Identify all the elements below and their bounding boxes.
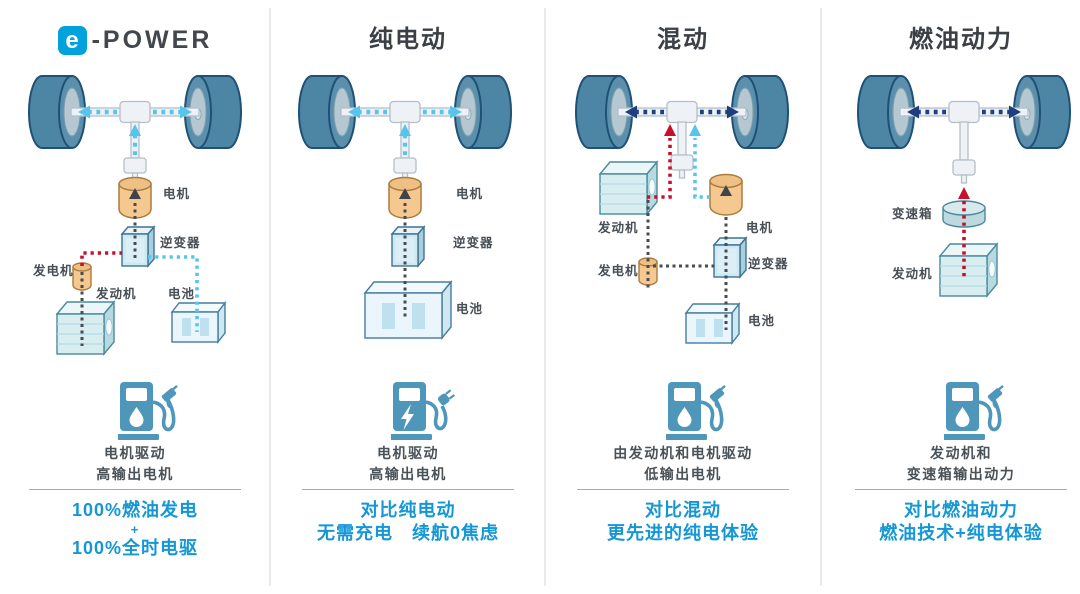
fuel-caption: 发动机和 变速箱输出动力 [826, 443, 1080, 485]
column-divider [269, 8, 271, 586]
fuel-powertrain-diagram: 变速箱 发动机 [857, 75, 1071, 297]
gearbox-label: 变速箱 [892, 206, 933, 221]
red-arrowhead-up [664, 124, 676, 136]
column-hybrid: 混动 发动机 电机 发电机 逆变器 电池 [540, 0, 810, 594]
fuel-pump-icon [118, 381, 182, 442]
generator-label: 发电机 [32, 263, 74, 278]
battery-label: 电池 [168, 286, 195, 301]
inverter [391, 226, 425, 267]
blue-arrowhead-up [689, 124, 701, 136]
battery-label: 电池 [748, 313, 775, 328]
blue-arrowhead-up [129, 124, 141, 136]
pure-ev-highlight: 对比纯电动 无需充电 续航0焦虑 [273, 499, 543, 545]
axle-with-navy-arrows [618, 102, 746, 123]
caption-line: 电机驱动 [104, 445, 166, 461]
epower-logo: e -POWER [0, 26, 270, 55]
highlight-line: 更先进的纯电体验 [607, 523, 759, 543]
axle-with-blue-arrows [341, 102, 469, 123]
drive-shaft [959, 121, 969, 161]
motor-label: 电机 [163, 186, 190, 201]
axle-with-blue-arrows [71, 102, 199, 123]
engine-label: 发动机 [597, 220, 639, 235]
fuel-pump-icon [944, 381, 1008, 442]
column-title: 混动 [657, 26, 709, 53]
column-divider [820, 8, 822, 586]
caption-divider [855, 489, 1067, 490]
caption-line: 高输出电机 [96, 466, 174, 482]
shaft-coupler [952, 159, 976, 176]
engine [56, 301, 115, 355]
shaft-stub [678, 169, 686, 179]
caption-divider [29, 489, 241, 490]
engine [599, 161, 658, 215]
motor-label: 电机 [456, 186, 483, 201]
caption-line: 变速箱输出动力 [906, 466, 1016, 482]
caption-line: 发动机和 [930, 445, 992, 461]
highlight-line: 100%全时电驱 [71, 538, 199, 558]
inverter-label: 逆变器 [453, 235, 494, 250]
caption-line: 低输出电机 [644, 466, 722, 482]
drive-shaft [677, 121, 687, 156]
battery [364, 281, 452, 339]
inverter-label: 逆变器 [160, 235, 201, 250]
caption-line: 由发动机和电机驱动 [613, 445, 753, 461]
shaft-stub [960, 174, 968, 184]
inverter-label: 逆变器 [748, 256, 789, 271]
shaft-coupler [670, 154, 694, 171]
column-fuel: 燃油动力 变速箱 发动机 发动机和 变速箱输出动力 对比燃油动力 燃油技术+纯电… [810, 0, 1080, 594]
epower-badge-icon: e [57, 26, 87, 55]
axle-with-navy-arrows [900, 102, 1028, 123]
inverter [713, 237, 747, 278]
caption-divider [302, 489, 514, 490]
hybrid-caption: 由发动机和电机驱动 低输出电机 [548, 443, 818, 485]
epower-highlight: 100%燃油发电 + 100%全时电驱 [0, 499, 270, 560]
battery-label: 电池 [456, 301, 483, 316]
flow-engine-to-axle-red [647, 138, 672, 199]
caption-line: 电机驱动 [377, 445, 439, 461]
column-epower: e -POWER 电机 逆变器 发电机 发动机 电池 [0, 0, 270, 594]
fuel-highlight: 对比燃油动力 燃油技术+纯电体验 [826, 499, 1080, 545]
motor-label: 电机 [746, 220, 773, 235]
flow-motor-to-axle-blue [693, 138, 710, 199]
engine [939, 243, 998, 297]
column-divider [544, 8, 546, 586]
highlight-line: 对比燃油动力 [904, 500, 1018, 520]
pure-ev-caption: 电机驱动 高输出电机 [273, 443, 543, 485]
highlight-line: 对比纯电动 [360, 500, 456, 520]
caption-line: 高输出电机 [369, 466, 447, 482]
epower-powertrain-diagram: 电机 逆变器 发电机 发动机 电池 [28, 75, 242, 355]
shaft-coupler [393, 157, 417, 174]
motor [709, 173, 743, 216]
flow-inverter-battery-blue [148, 255, 199, 332]
pure-ev-powertrain-diagram: 电机 逆变器 电池 [298, 75, 512, 339]
red-arrowhead-up [958, 187, 970, 199]
battery [685, 303, 740, 344]
engine-label: 发动机 [891, 266, 933, 281]
inverter [121, 226, 155, 267]
highlight-line: 无需充电 续航0焦虑 [316, 523, 499, 543]
blue-arrowhead-up [399, 124, 411, 136]
epower-wordmark: -POWER [91, 26, 213, 54]
hybrid-powertrain-diagram: 发动机 电机 发电机 逆变器 电池 [575, 75, 789, 344]
column-pure-ev: 纯电动 电机 逆变器 电池 电机驱动 高输出电机 对比纯电动 [270, 0, 540, 594]
column-title: 燃油动力 [909, 26, 1013, 53]
highlight-line: 燃油技术+纯电体验 [879, 523, 1043, 543]
fuel-pump-icon [666, 381, 730, 442]
generator-label: 发电机 [597, 263, 639, 278]
epower-caption: 电机驱动 高输出电机 [0, 443, 270, 485]
caption-divider [577, 489, 789, 490]
column-title: 纯电动 [369, 26, 447, 53]
hybrid-highlight: 对比混动 更先进的纯电体验 [548, 499, 818, 545]
plus-sign: + [130, 522, 140, 537]
engine-label: 发动机 [95, 286, 137, 301]
shaft-coupler [123, 157, 147, 174]
highlight-line: 100%燃油发电 [71, 500, 199, 520]
charging-station-icon [391, 381, 455, 442]
highlight-line: 对比混动 [645, 500, 721, 520]
